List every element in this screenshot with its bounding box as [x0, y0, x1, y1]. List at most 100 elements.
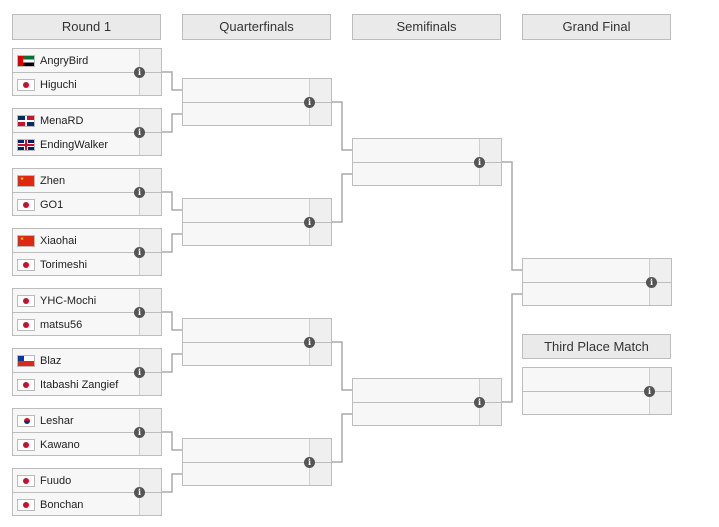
flag-japan-icon [17, 438, 35, 451]
player-slot[interactable]: Zhen [13, 169, 139, 192]
match-divider [353, 162, 501, 163]
round-header-third-place-match: Third Place Match [522, 334, 671, 359]
match-divider [13, 312, 161, 313]
player-name: Bonchan [40, 498, 84, 511]
match-divider [13, 432, 161, 433]
match-info-icon[interactable]: i [134, 127, 145, 138]
flag-japan-icon [17, 198, 35, 211]
player-name: Fuudo [40, 474, 72, 487]
flag-japan-icon [17, 258, 35, 271]
flag-china-icon [17, 174, 35, 187]
player-name: Kawano [40, 438, 80, 451]
player-name: Itabashi Zangief [40, 378, 119, 391]
semifinal-match-2[interactable]: i [352, 378, 502, 426]
match-divider [523, 282, 671, 283]
flag-uae-icon [17, 54, 35, 67]
flag-japan-icon [17, 474, 35, 487]
match-divider [13, 372, 161, 373]
match-divider [13, 72, 161, 73]
flag-chile-icon [17, 354, 35, 367]
round1-match-5[interactable]: YHC-Mochi matsu56 i [12, 288, 162, 336]
flag-japan-icon [17, 318, 35, 331]
player-name: EndingWalker [40, 138, 109, 151]
player-name: MenaRD [40, 114, 84, 127]
player-slot[interactable]: Fuudo [13, 469, 139, 492]
round1-match-8[interactable]: Fuudo Bonchan i [12, 468, 162, 516]
match-info-icon[interactable]: i [304, 337, 315, 348]
third-place-match[interactable]: i [522, 367, 672, 415]
match-divider [13, 192, 161, 193]
match-info-icon[interactable]: i [134, 427, 145, 438]
round1-match-7[interactable]: Leshar Kawano i [12, 408, 162, 456]
match-info-icon[interactable]: i [644, 386, 655, 397]
quarterfinal-match-3[interactable]: i [182, 318, 332, 366]
player-name: Blaz [40, 354, 62, 367]
player-slot[interactable]: YHC-Mochi [13, 289, 139, 312]
round1-match-2[interactable]: MenaRD EndingWalker i [12, 108, 162, 156]
round1-match-3[interactable]: Zhen GO1 i [12, 168, 162, 216]
round1-match-6[interactable]: Blaz Itabashi Zangief i [12, 348, 162, 396]
player-name: Torimeshi [40, 258, 88, 271]
match-info-icon[interactable]: i [304, 97, 315, 108]
match-divider [13, 252, 161, 253]
match-info-icon[interactable]: i [304, 457, 315, 468]
round1-match-4[interactable]: Xiaohai Torimeshi i [12, 228, 162, 276]
semifinal-match-1[interactable]: i [352, 138, 502, 186]
player-slot[interactable]: AngryBird [13, 49, 139, 72]
player-name: YHC-Mochi [40, 294, 97, 307]
player-slot[interactable]: Higuchi [13, 73, 139, 96]
quarterfinal-match-4[interactable]: i [182, 438, 332, 486]
match-divider [13, 492, 161, 493]
player-slot[interactable]: Xiaohai [13, 229, 139, 252]
flag-japan-icon [17, 78, 35, 91]
flag-japan-icon [17, 294, 35, 307]
player-name: matsu56 [40, 318, 83, 331]
match-info-icon[interactable]: i [134, 247, 145, 258]
match-info-icon[interactable]: i [474, 397, 485, 408]
match-info-icon[interactable]: i [474, 157, 485, 168]
player-slot[interactable]: Kawano [13, 433, 139, 456]
player-slot[interactable]: Torimeshi [13, 253, 139, 276]
match-divider [183, 342, 331, 343]
flag-south-korea-icon [17, 414, 35, 427]
match-info-icon[interactable]: i [304, 217, 315, 228]
match-divider [13, 132, 161, 133]
player-slot[interactable]: Bonchan [13, 493, 139, 516]
flag-uk-icon [17, 138, 35, 151]
round1-match-1[interactable]: AngryBird Higuchi i [12, 48, 162, 96]
match-divider [523, 391, 671, 392]
player-slot[interactable]: EndingWalker [13, 133, 139, 156]
player-name: Leshar [40, 414, 74, 427]
match-divider [183, 222, 331, 223]
match-info-icon[interactable]: i [134, 487, 145, 498]
quarterfinal-match-2[interactable]: i [182, 198, 332, 246]
match-info-icon[interactable]: i [646, 277, 657, 288]
round-header-round-1: Round 1 [12, 14, 161, 40]
player-slot[interactable]: matsu56 [13, 313, 139, 336]
match-divider [183, 462, 331, 463]
player-slot[interactable]: Itabashi Zangief [13, 373, 139, 396]
player-name: Zhen [40, 174, 66, 187]
match-info-icon[interactable]: i [134, 67, 145, 78]
match-info-icon[interactable]: i [134, 367, 145, 378]
player-name: GO1 [40, 198, 64, 211]
player-slot[interactable]: Blaz [13, 349, 139, 372]
flag-china-icon [17, 234, 35, 247]
match-info-icon[interactable]: i [134, 187, 145, 198]
quarterfinal-match-1[interactable]: i [182, 78, 332, 126]
player-name: Xiaohai [40, 234, 77, 247]
round-header-quarterfinals: Quarterfinals [182, 14, 331, 40]
grand-final-match[interactable]: i [522, 258, 672, 306]
round-header-semifinals: Semifinals [352, 14, 501, 40]
match-divider [183, 102, 331, 103]
flag-dominican-republic-icon [17, 114, 35, 127]
player-slot[interactable]: MenaRD [13, 109, 139, 132]
match-info-icon[interactable]: i [134, 307, 145, 318]
flag-japan-icon [17, 498, 35, 511]
player-name: AngryBird [40, 54, 89, 67]
match-divider [353, 402, 501, 403]
player-name: Higuchi [40, 78, 77, 91]
player-slot[interactable]: Leshar [13, 409, 139, 432]
player-slot[interactable]: GO1 [13, 193, 139, 216]
